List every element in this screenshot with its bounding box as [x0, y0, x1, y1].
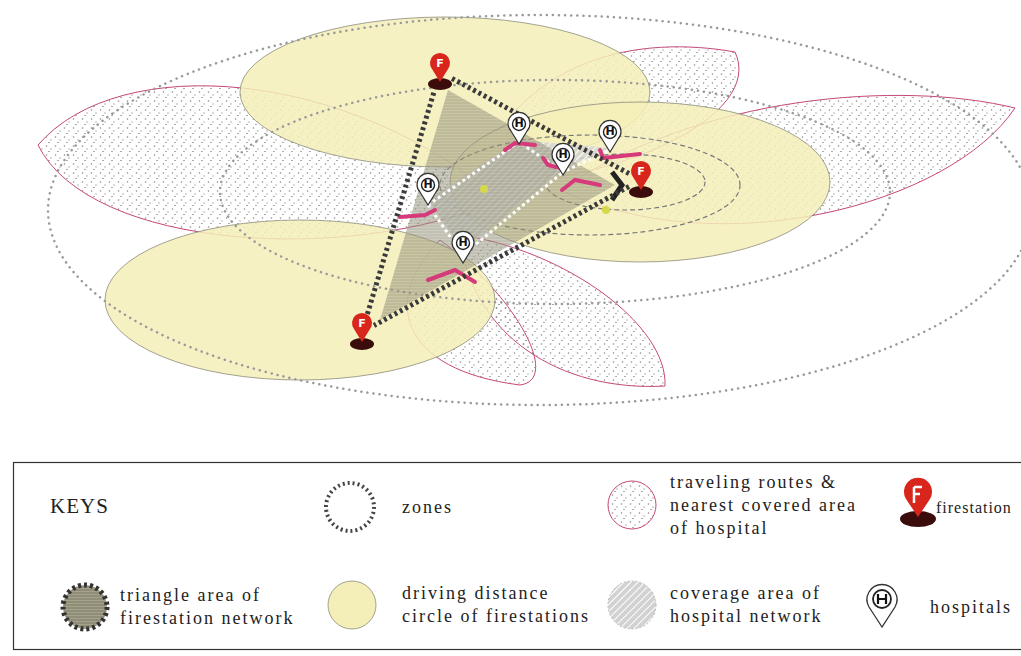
legend-swatch [55, 577, 115, 637]
driving-circle-sample [322, 575, 382, 635]
legend-swatch [602, 475, 662, 535]
legend-swatch [320, 477, 380, 537]
hospital-letter: H [507, 117, 531, 131]
hospital-marker: H [451, 233, 475, 269]
legend-text: triangle area of firestation network [120, 584, 330, 630]
firestation-letter: F [428, 57, 452, 71]
hospital-marker: H [416, 175, 440, 211]
firestation-marker: F [629, 162, 653, 198]
legend-text: zones [402, 496, 492, 519]
firestation-marker: F [350, 314, 374, 350]
triangle-sample [55, 577, 115, 637]
triangle-side [452, 78, 629, 173]
legend-heading: KEYS [50, 494, 109, 519]
hospital-letter: H [416, 178, 440, 192]
coverage-sample [602, 575, 662, 635]
legend-swatch [322, 575, 382, 635]
legend-text: driving distance circle of firestations [402, 582, 607, 628]
legend-text: firestation [936, 496, 1021, 519]
hospital-icon [852, 577, 912, 637]
legend-text: hospitals [930, 596, 1015, 619]
triangle-side [374, 187, 629, 326]
firestation-letter: F [350, 317, 374, 331]
triangle-side [367, 90, 434, 314]
hospital-letter: H [551, 148, 575, 162]
firestation-marker: F [428, 54, 452, 90]
route-sample [602, 475, 662, 535]
hospital-letter: H [598, 125, 622, 139]
hospital-marker: H [507, 114, 531, 150]
hospital-marker: H [551, 145, 575, 181]
legend-swatch [602, 575, 662, 635]
firestation-letter: F [629, 165, 653, 179]
hospital-marker: H [598, 122, 622, 158]
legend-swatch [852, 577, 912, 637]
zone-sample [320, 477, 380, 537]
legend-text: traveling routes & nearest covered area … [670, 471, 870, 540]
hospital-letter: H [451, 236, 475, 250]
legend-text: coverage area of hospital network [670, 582, 875, 628]
